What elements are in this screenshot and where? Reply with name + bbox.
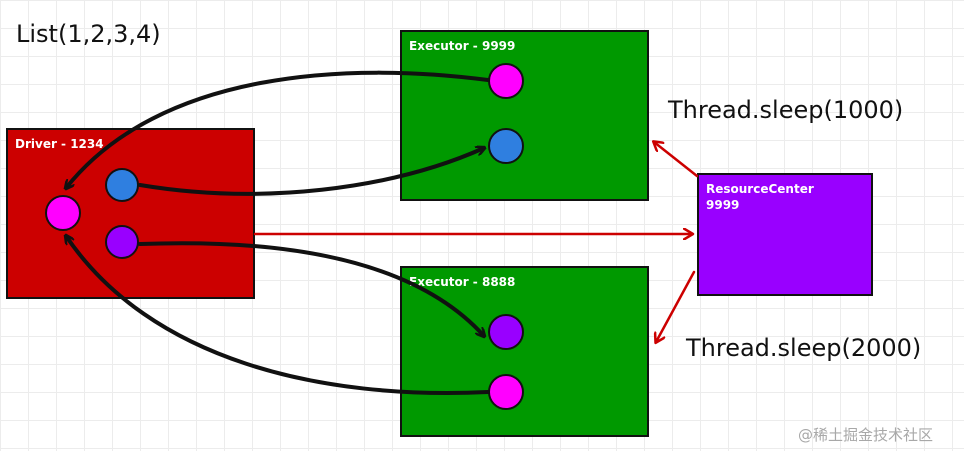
thread-sleep-1000-text: Thread.sleep(1000) — [668, 96, 904, 124]
executor-9999-label: Executor - 9999 — [409, 39, 516, 53]
arrow-resource-to-exec8888 — [656, 270, 696, 342]
watermark-text: @稀土掘金技术社区 — [798, 426, 934, 444]
driver-purple-node — [105, 225, 139, 259]
executor-9999-magenta-node — [488, 63, 524, 99]
executor-9999-box: Executor - 9999 — [400, 30, 649, 201]
driver-label: Driver - 1234 — [15, 137, 104, 151]
executor-8888-purple-node — [488, 314, 524, 350]
resource-center-box: ResourceCenter 9999 — [697, 173, 873, 296]
resource-center-label: ResourceCenter 9999 — [706, 182, 814, 212]
thread-sleep-2000-text: Thread.sleep(2000) — [686, 334, 922, 362]
executor-9999-blue-node — [488, 128, 524, 164]
executor-8888-label: Executor - 8888 — [409, 275, 516, 289]
list-text: List(1,2,3,4) — [16, 20, 161, 48]
driver-blue-node — [105, 168, 139, 202]
driver-box: Driver - 1234 — [6, 128, 255, 299]
arrow-resource-to-exec9999 — [654, 142, 699, 178]
executor-8888-box: Executor - 8888 — [400, 266, 649, 437]
executor-8888-magenta-node — [488, 374, 524, 410]
driver-magenta-node — [45, 195, 81, 231]
